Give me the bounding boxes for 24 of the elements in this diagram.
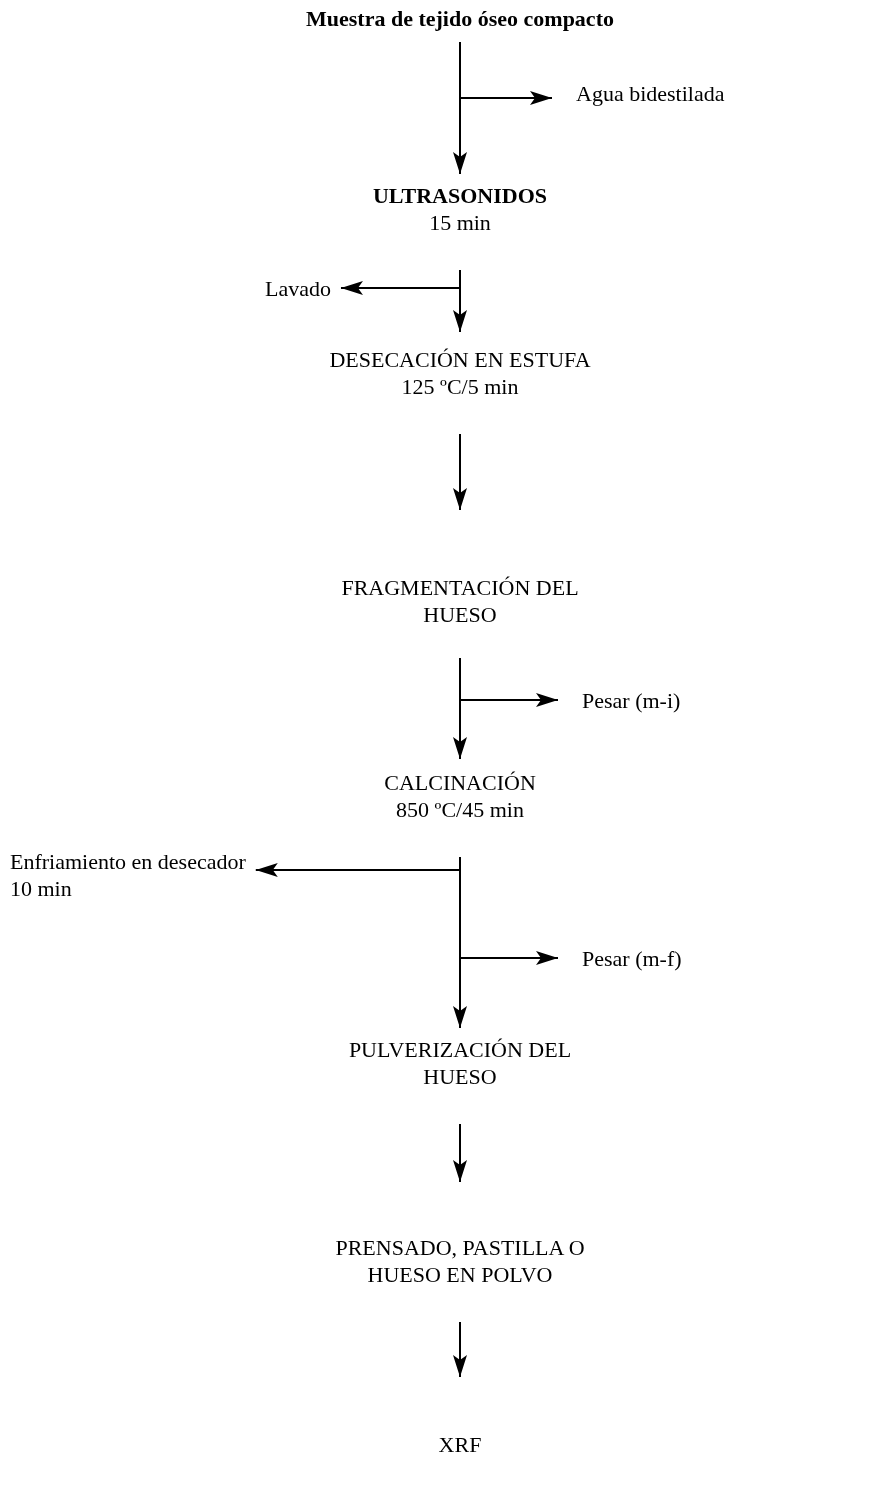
step-label: CALCINACIÓN <box>384 769 536 796</box>
arrow <box>453 1321 467 1378</box>
title-text: Muestra de tejido óseo compacto <box>306 5 614 32</box>
step-label: Pesar (m-f) <box>582 945 682 972</box>
step-label: Pesar (m-i) <box>582 687 681 714</box>
step-detail: 125 ºC/5 min <box>401 373 519 400</box>
step-label: Lavado <box>265 275 331 302</box>
arrow <box>453 41 467 175</box>
arrow <box>453 269 467 333</box>
arrow <box>453 1123 467 1183</box>
arrow <box>453 433 467 511</box>
step-label: PULVERIZACIÓN DEL HUESO <box>347 1036 573 1090</box>
step-label: PRENSADO, PASTILLA O HUESO EN POLVO <box>334 1234 586 1288</box>
step-detail: 850 ºC/45 min <box>396 796 524 823</box>
step-detail: 10 min <box>10 875 72 902</box>
step-label: XRF <box>438 1431 482 1458</box>
step-label: Enfriamiento en desecador <box>10 848 246 875</box>
step-label: ULTRASONIDOS <box>373 182 547 209</box>
step-label: FRAGMENTACIÓN DEL HUESO <box>340 574 580 628</box>
arrow <box>453 657 467 760</box>
arrow <box>453 856 467 1029</box>
step-label: DESECACIÓN EN ESTUFA <box>329 346 591 373</box>
step-label: Agua bidestilada <box>576 80 725 107</box>
step-detail: 15 min <box>429 209 491 236</box>
